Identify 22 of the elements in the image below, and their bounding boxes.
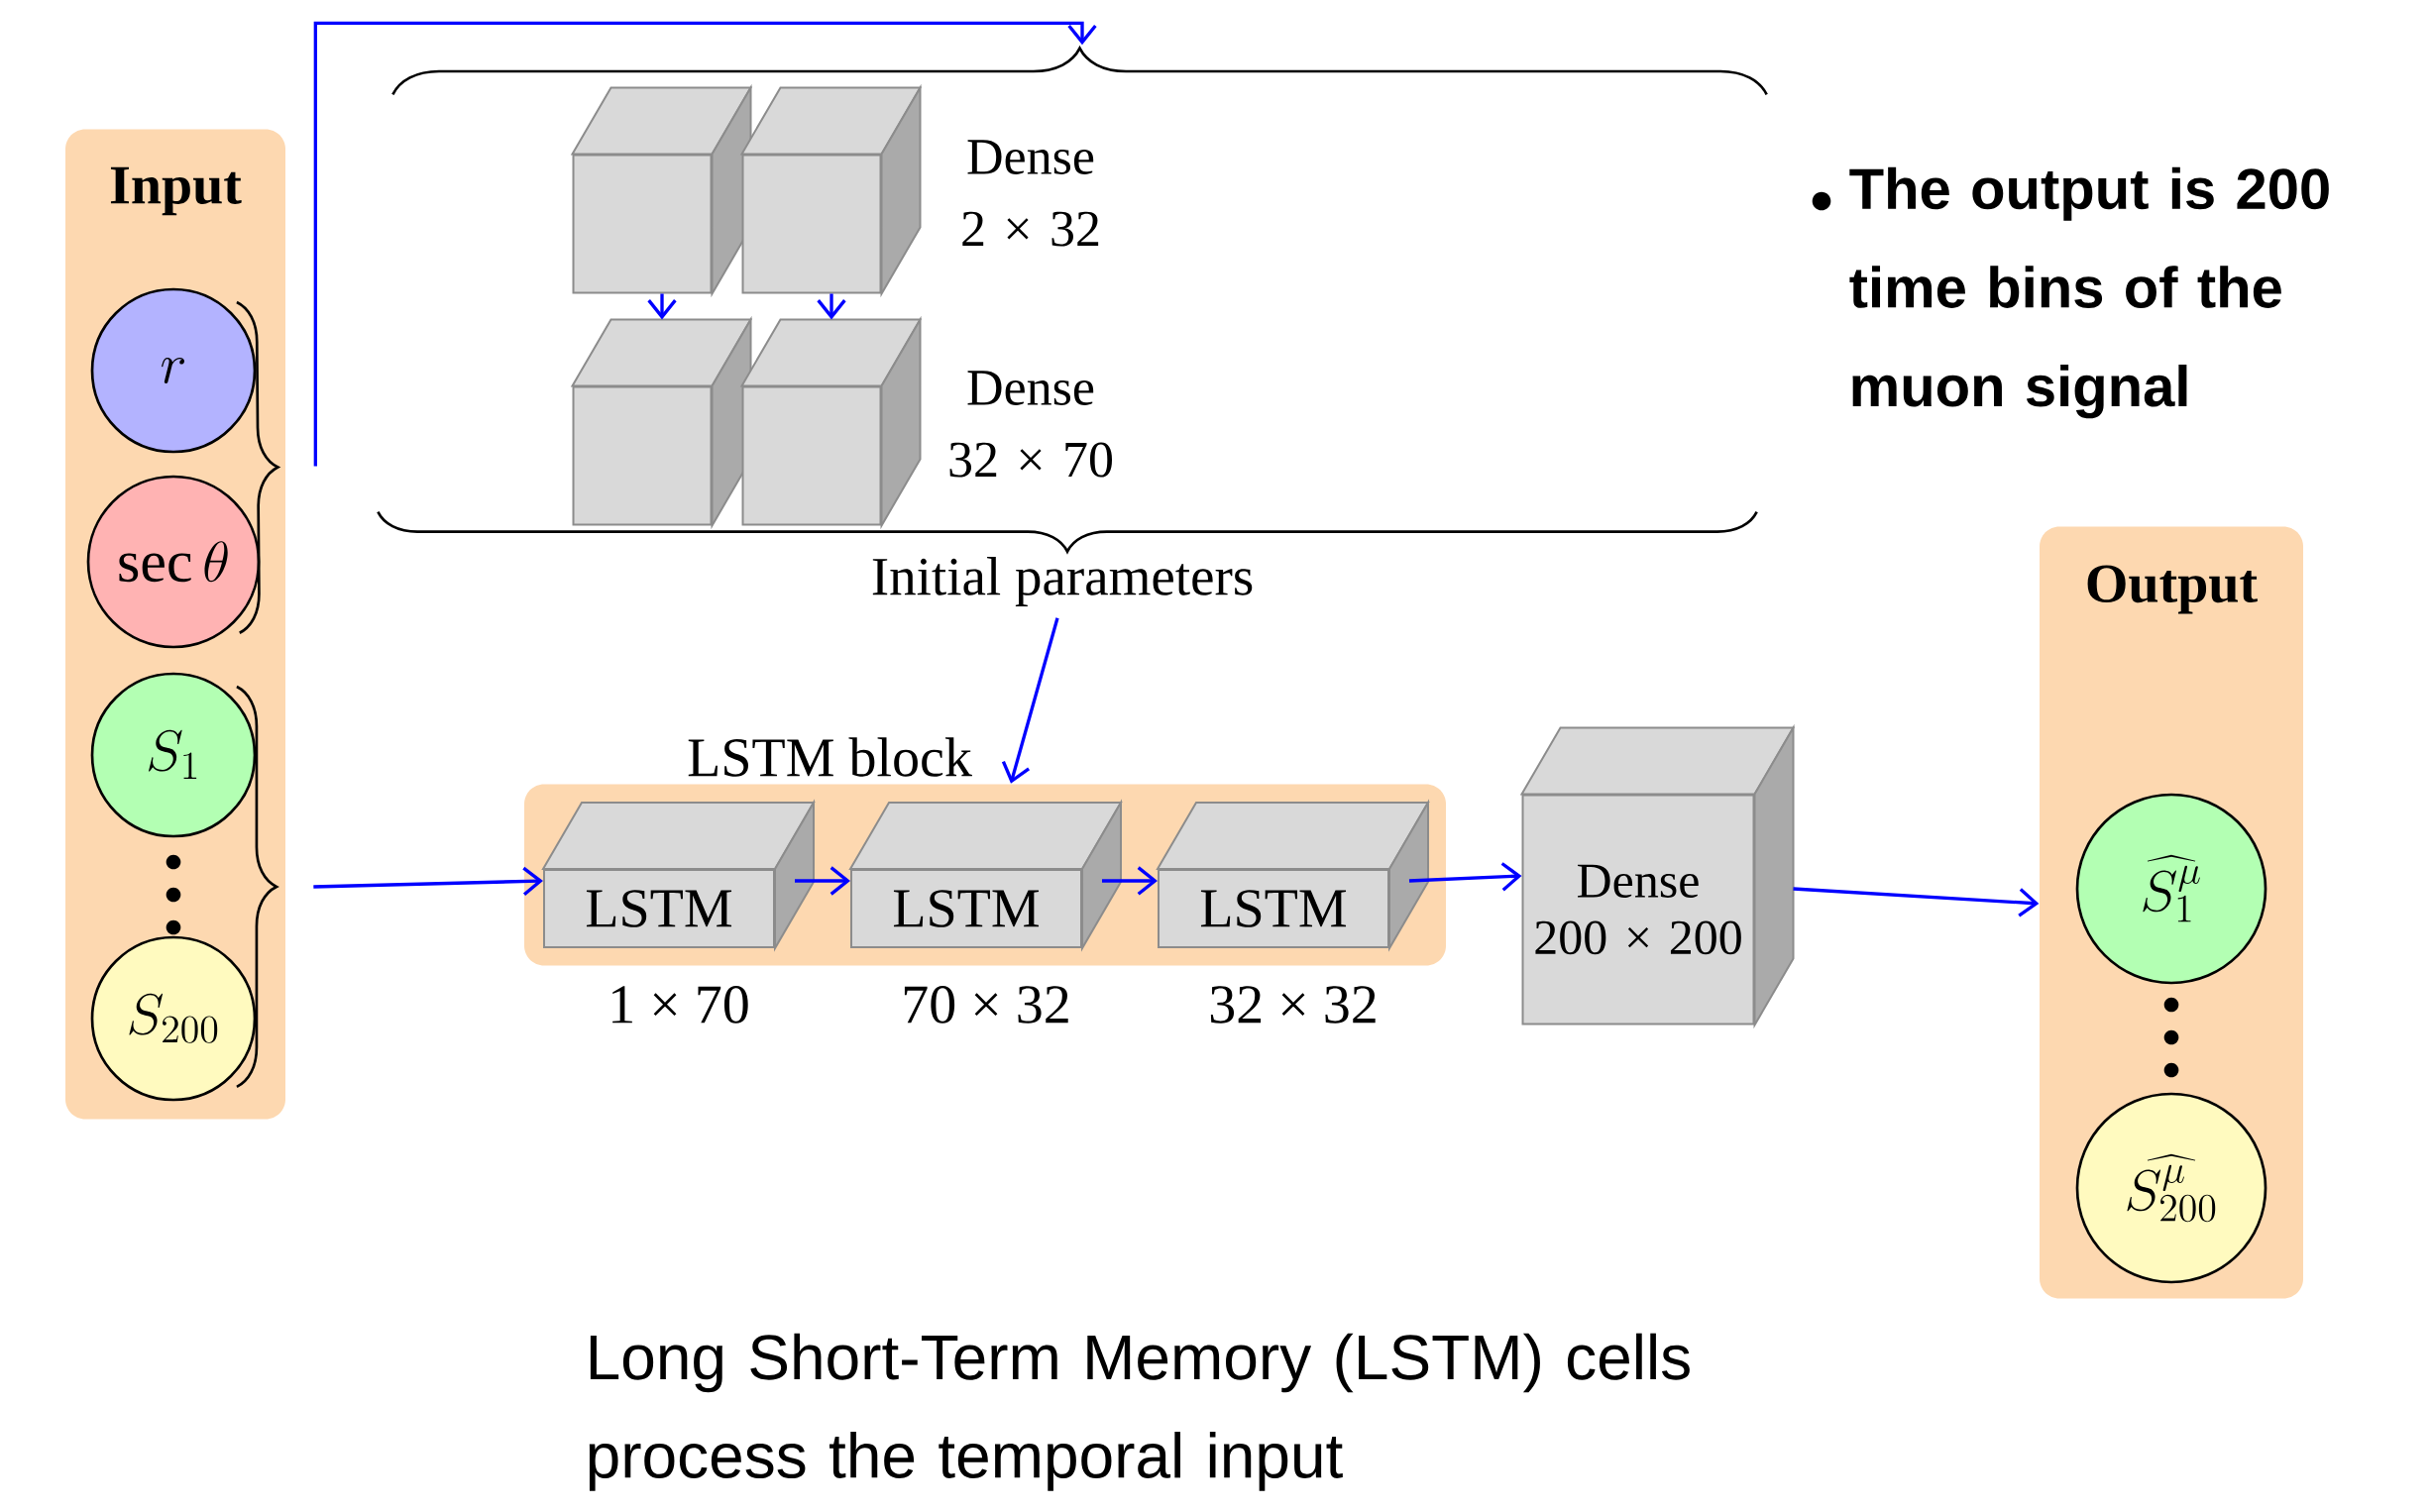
size-label: 70 × 32	[904, 986, 1068, 1024]
circle-node: $S_1$	[90, 672, 257, 838]
arrow	[1001, 617, 1059, 784]
layer-label: Dense 32 × 70	[949, 371, 1112, 478]
size-label: 1 × 70	[612, 986, 748, 1024]
bullet-text: The output is 200 time bins of the muon signal	[1849, 166, 2329, 419]
caption: Long Short-Term Memory (LSTM) cells process the temporal input	[589, 1333, 1690, 1491]
size-label: 32 × 32	[1210, 986, 1376, 1024]
node-label: LSTM block	[688, 737, 972, 777]
node-label: LSTM	[893, 890, 1040, 927]
arrow	[1793, 887, 2040, 918]
circle-node: $\sec\theta$	[86, 475, 261, 649]
layer-label: Dense 2 × 32	[962, 140, 1099, 247]
node-label: LSTM	[586, 890, 732, 927]
arrow	[1408, 862, 1522, 892]
arrow	[313, 21, 1097, 467]
node-label: LSTM	[1200, 890, 1347, 927]
circle-node: $\widehat{S^{\mu}_1}$	[2075, 793, 2267, 985]
circle-node: $r$	[90, 287, 257, 454]
circle-node: $S_{200}$	[90, 935, 257, 1102]
arrow	[313, 866, 543, 897]
circle-node: $\widehat{S^{\mu}_{200}}$	[2075, 1092, 2267, 1284]
